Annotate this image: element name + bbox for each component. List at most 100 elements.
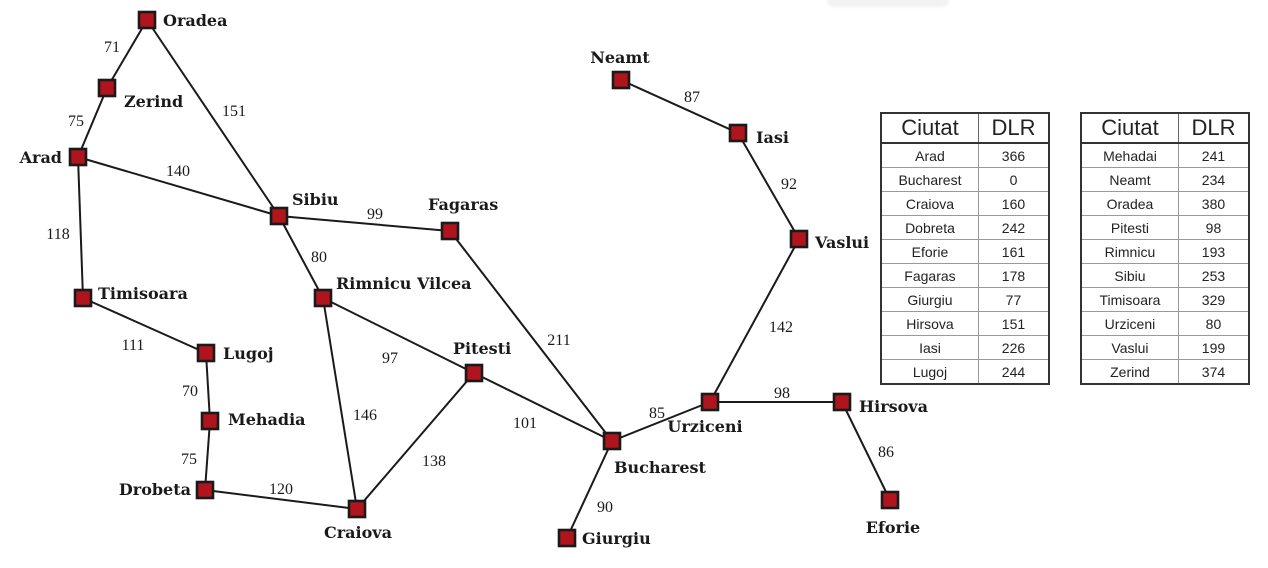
city-node-oradea: [137, 10, 157, 30]
road-oradea-zerind: [106, 19, 148, 89]
city-label-urziceni: Urziceni: [667, 417, 742, 436]
city-cell: Neamt: [1080, 167, 1179, 192]
dlr-cell: 193: [1177, 239, 1250, 264]
top-edge-shadow: [828, 0, 948, 4]
distance-label-oradea-sibiu: 151: [222, 103, 246, 120]
dlr-cell: 161: [977, 239, 1050, 264]
city-label-giurgiu: Giurgiu: [582, 529, 651, 548]
header-dlr: DLR: [1177, 112, 1250, 144]
city-label-craiova: Craiova: [324, 523, 392, 542]
distance-label-lugoj-mehadia: 70: [182, 383, 198, 400]
road-drobeta-craiova: [204, 489, 358, 510]
city-cell: Rimnicu: [1080, 239, 1179, 264]
city-cell: Pitesti: [1080, 215, 1179, 240]
city-node-zerind: [97, 78, 117, 98]
city-node-eforie: [880, 490, 900, 510]
city-node-lugoj: [196, 343, 216, 363]
road-craiova-pitesti: [356, 372, 475, 510]
road-lugoj-mehadia: [205, 352, 211, 422]
road-timisoara-lugoj: [82, 297, 207, 354]
city-cell: Giurgiu: [880, 287, 979, 312]
city-cell: Fagaras: [880, 263, 979, 288]
city-label-mehadia: Mehadia: [228, 410, 306, 429]
road-sibiu-rimnicu: [278, 215, 324, 299]
city-node-sibiu: [269, 206, 289, 226]
city-node-mehadia: [200, 411, 220, 431]
road-rimnicu-pitesti: [322, 297, 475, 374]
road-urziceni-vaslui: [709, 238, 800, 403]
city-label-sibiu: Sibiu: [292, 190, 339, 209]
city-cell: Urziceni: [1080, 311, 1179, 336]
road-fagaras-bucharest: [449, 230, 613, 442]
distance-label-zerind-arad: 75: [68, 113, 84, 130]
road-rimnicu-craiova: [322, 297, 358, 510]
header-city: Ciutat: [1080, 112, 1179, 144]
road-pitesti-bucharest: [473, 372, 613, 442]
city-node-bucharest: [602, 431, 622, 451]
dlr-cell: 234: [1177, 167, 1250, 192]
distance-label-bucharest-giurgiu: 90: [597, 499, 613, 516]
city-cell: Oradea: [1080, 191, 1179, 216]
city-cell: Dobreta: [880, 215, 979, 240]
distance-label-sibiu-fagaras: 99: [367, 206, 383, 223]
dlr-cell: 242: [977, 215, 1050, 240]
city-node-drobeta: [195, 480, 215, 500]
dlr-cell: 98: [1177, 215, 1250, 240]
dlr-cell: 160: [977, 191, 1050, 216]
city-label-rimnicu: Rimnicu Vilcea: [336, 274, 472, 293]
city-cell: Vaslui: [1080, 335, 1179, 360]
header-dlr: DLR: [977, 112, 1050, 144]
city-label-pitesti: Pitesti: [453, 339, 511, 358]
roads-layer: [77, 19, 891, 539]
city-cell: Arad: [880, 142, 979, 168]
road-bucharest-urziceni: [611, 401, 711, 442]
dlr-cell: 151: [977, 311, 1050, 336]
city-node-giurgiu: [557, 528, 577, 548]
city-cell: Timisoara: [1080, 287, 1179, 312]
city-cell: Craiova: [880, 191, 979, 216]
cities-layer: [68, 10, 900, 548]
dlr-cell: 241: [1177, 142, 1250, 168]
dlr-cell: 80: [1177, 311, 1250, 336]
dlr-cell: 366: [977, 142, 1050, 168]
dlr-cell: 253: [1177, 263, 1250, 288]
header-city: Ciutat: [880, 112, 979, 144]
dlr-cell: 380: [1177, 191, 1250, 216]
dlr-cell: 329: [1177, 287, 1250, 312]
city-label-bucharest: Bucharest: [614, 458, 707, 477]
distance-label-vaslui-iasi: 92: [781, 176, 797, 193]
distance-label-sibiu-rimnicu: 80: [311, 249, 327, 266]
distance-labels-layer: 7175151140118998011170751201469713810121…: [46, 39, 894, 516]
city-label-zerind: Zerind: [124, 92, 183, 111]
city-node-iasi: [728, 123, 748, 143]
road-arad-timisoara: [77, 156, 84, 299]
road-hirsova-eforie: [841, 401, 891, 501]
city-cell: Zerind: [1080, 359, 1179, 385]
dlr-cell: 199: [1177, 335, 1250, 360]
dlr-cell: 77: [977, 287, 1050, 312]
city-label-eforie: Eforie: [866, 518, 920, 537]
dlr-cell: 244: [977, 359, 1050, 385]
city-node-rimnicu: [313, 288, 333, 308]
road-zerind-arad: [77, 87, 108, 158]
distance-label-urziceni-vaslui: 142: [769, 319, 793, 336]
road-iasi-neamt: [620, 79, 739, 134]
road-sibiu-fagaras: [278, 215, 451, 232]
city-label-drobeta: Drobeta: [119, 480, 191, 499]
distance-label-mehadia-drobeta: 75: [181, 451, 197, 468]
city-cell: Mehadai: [1080, 142, 1179, 168]
